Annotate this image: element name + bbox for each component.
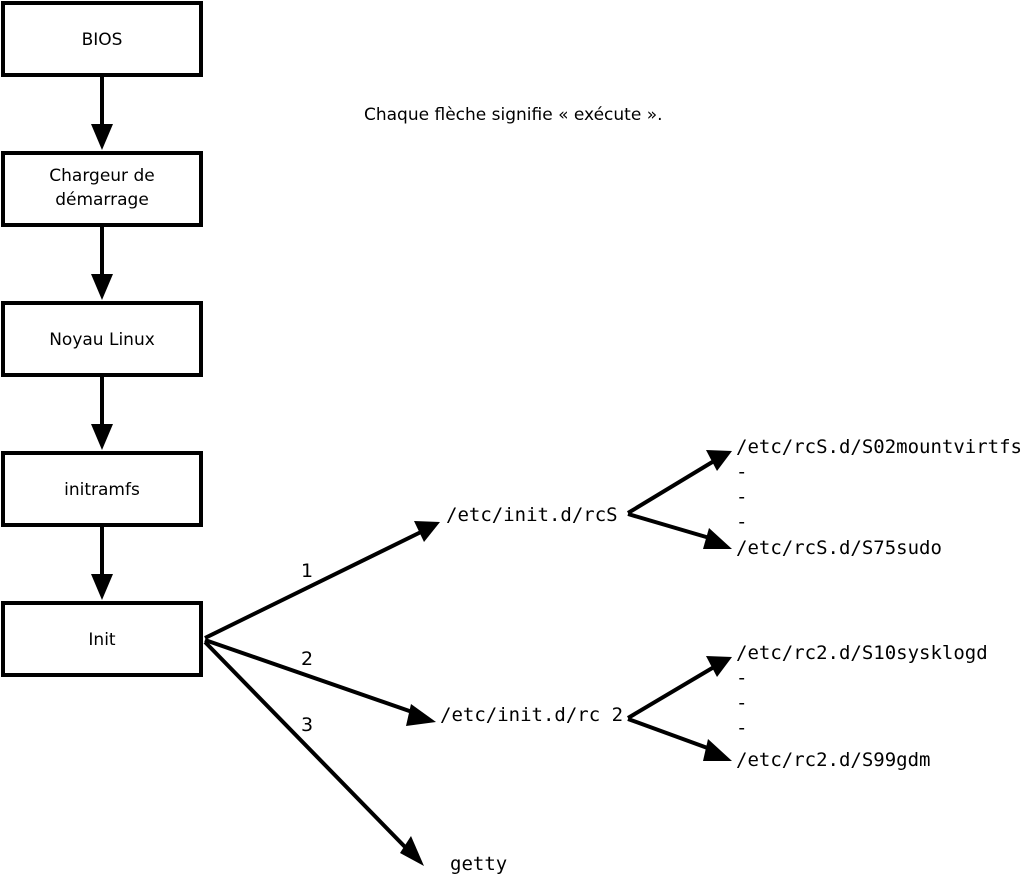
branch-3-target-label: getty (450, 853, 507, 875)
arrow-init-branch-3 (203, 640, 424, 866)
box-bios: BIOS (1, 1, 203, 77)
branch-2-number: 2 (301, 648, 313, 670)
arrow-rcs-to-last-script (627, 512, 732, 549)
rc2-ellipsis-dash-2: - (736, 692, 747, 714)
box-kernel-label: Noyau Linux (49, 330, 155, 350)
arrow-init-branch-2 (204, 638, 436, 726)
branch-3-number: 3 (301, 714, 313, 736)
box-bios-rect (1, 1, 203, 77)
arrow-bios-to-bootloader (91, 76, 113, 150)
box-bootloader: Chargeur de démarrage (1, 151, 203, 227)
arrow-rc2-to-last-script (627, 717, 732, 761)
box-bootloader-label-line1: Chargeur de (49, 166, 154, 186)
rcs-first-script-label: /etc/rcS.d/S02mountvirtfs (736, 436, 1022, 458)
branch-1-target-label: /etc/init.d/rcS (446, 504, 618, 526)
arrow-rc2-to-first-script (626, 656, 732, 720)
rc2-first-script-label: /etc/rc2.d/S10sysklogd (736, 642, 988, 664)
box-init-label: Init (88, 630, 116, 650)
arrow-kernel-to-initramfs (91, 376, 113, 450)
rcs-ellipsis-dash-1: - (736, 461, 747, 483)
arrow-rcs-to-first-script (626, 450, 732, 515)
box-initramfs-label: initramfs (64, 480, 140, 500)
rc2-ellipsis-dash-1: - (736, 667, 747, 689)
rc2-ellipsis-dash-3: - (736, 717, 747, 739)
rc2-last-script-label: /etc/rc2.d/S99gdm (736, 749, 930, 771)
branch-1-number: 1 (301, 560, 313, 582)
box-init: Init (1, 601, 203, 677)
box-bootloader-rect (1, 151, 203, 227)
box-kernel-rect (1, 301, 203, 377)
rcs-last-script-label: /etc/rcS.d/S75sudo (736, 537, 942, 559)
rcs-ellipsis-dash-3: - (736, 511, 747, 533)
box-initramfs: initramfs (1, 451, 203, 527)
box-initramfs-rect (1, 451, 203, 527)
arrow-init-branch-1 (204, 521, 440, 640)
diagram-caption: Chaque flèche signifie « exécute ». (364, 105, 663, 125)
box-bootloader-label-line2: démarrage (55, 190, 149, 210)
box-init-rect (1, 601, 203, 677)
arrow-initramfs-to-init (91, 526, 113, 600)
box-bios-label: BIOS (82, 30, 123, 50)
box-kernel: Noyau Linux (1, 301, 203, 377)
branch-2-target-label: /etc/init.d/rc 2 (440, 704, 623, 726)
arrow-bootloader-to-kernel (91, 226, 113, 300)
rcs-ellipsis-dash-2: - (736, 486, 747, 508)
